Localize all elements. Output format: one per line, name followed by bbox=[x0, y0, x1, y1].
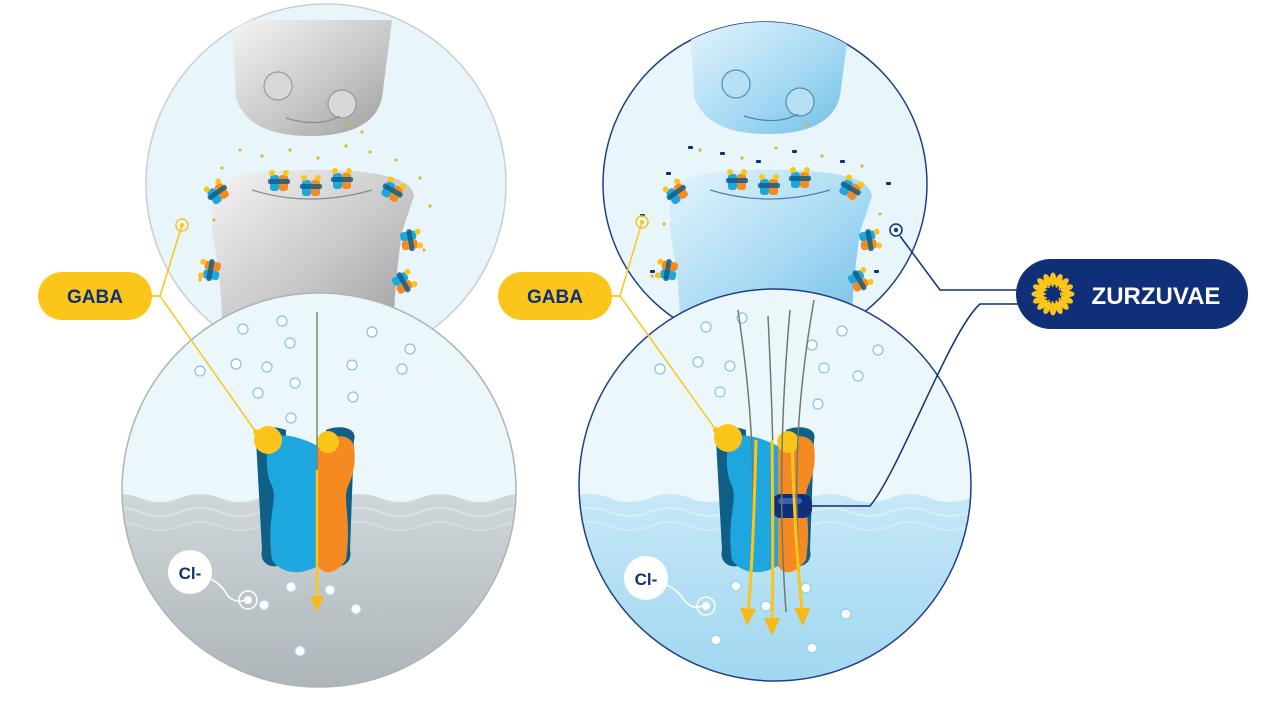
gaba-label-right bbox=[498, 272, 612, 320]
left-panel: GABA Cl- bbox=[38, 3, 517, 688]
gaba-label-right-text: GABA bbox=[527, 287, 583, 308]
right-presynaptic-terminal bbox=[690, 22, 850, 134]
left-flow-arrowhead bbox=[310, 596, 324, 612]
right-cell-circle bbox=[578, 288, 972, 682]
right-gaba-receptor bbox=[714, 424, 815, 573]
right-panel: GABA Cl- bbox=[498, 21, 1248, 682]
left-gaba-receptor bbox=[254, 426, 355, 573]
left-gaba-bound-1 bbox=[254, 426, 282, 454]
cl-label-left bbox=[168, 550, 212, 594]
sun-rosette-icon bbox=[1031, 272, 1075, 316]
left-gaba-bound-2 bbox=[317, 431, 339, 453]
zurzuvae-label bbox=[1016, 259, 1248, 329]
gaba-label-left-text: GABA bbox=[67, 287, 123, 308]
cl-label-left-text: Cl- bbox=[179, 564, 202, 583]
left-cell-circle bbox=[121, 292, 517, 688]
gaba-label-left bbox=[38, 272, 152, 320]
cl-label-right bbox=[624, 556, 668, 600]
right-postsynaptic-neuron bbox=[670, 170, 872, 330]
cl-label-right-text: Cl- bbox=[635, 570, 658, 589]
right-chloride-flow bbox=[737, 299, 815, 636]
left-postsynaptic-neuron bbox=[212, 170, 414, 330]
left-presynaptic-terminal bbox=[232, 20, 392, 136]
zurzuvae-bound-molecule bbox=[772, 494, 812, 518]
zurzuvae-label-text: ZURZUVAE bbox=[1092, 283, 1221, 310]
